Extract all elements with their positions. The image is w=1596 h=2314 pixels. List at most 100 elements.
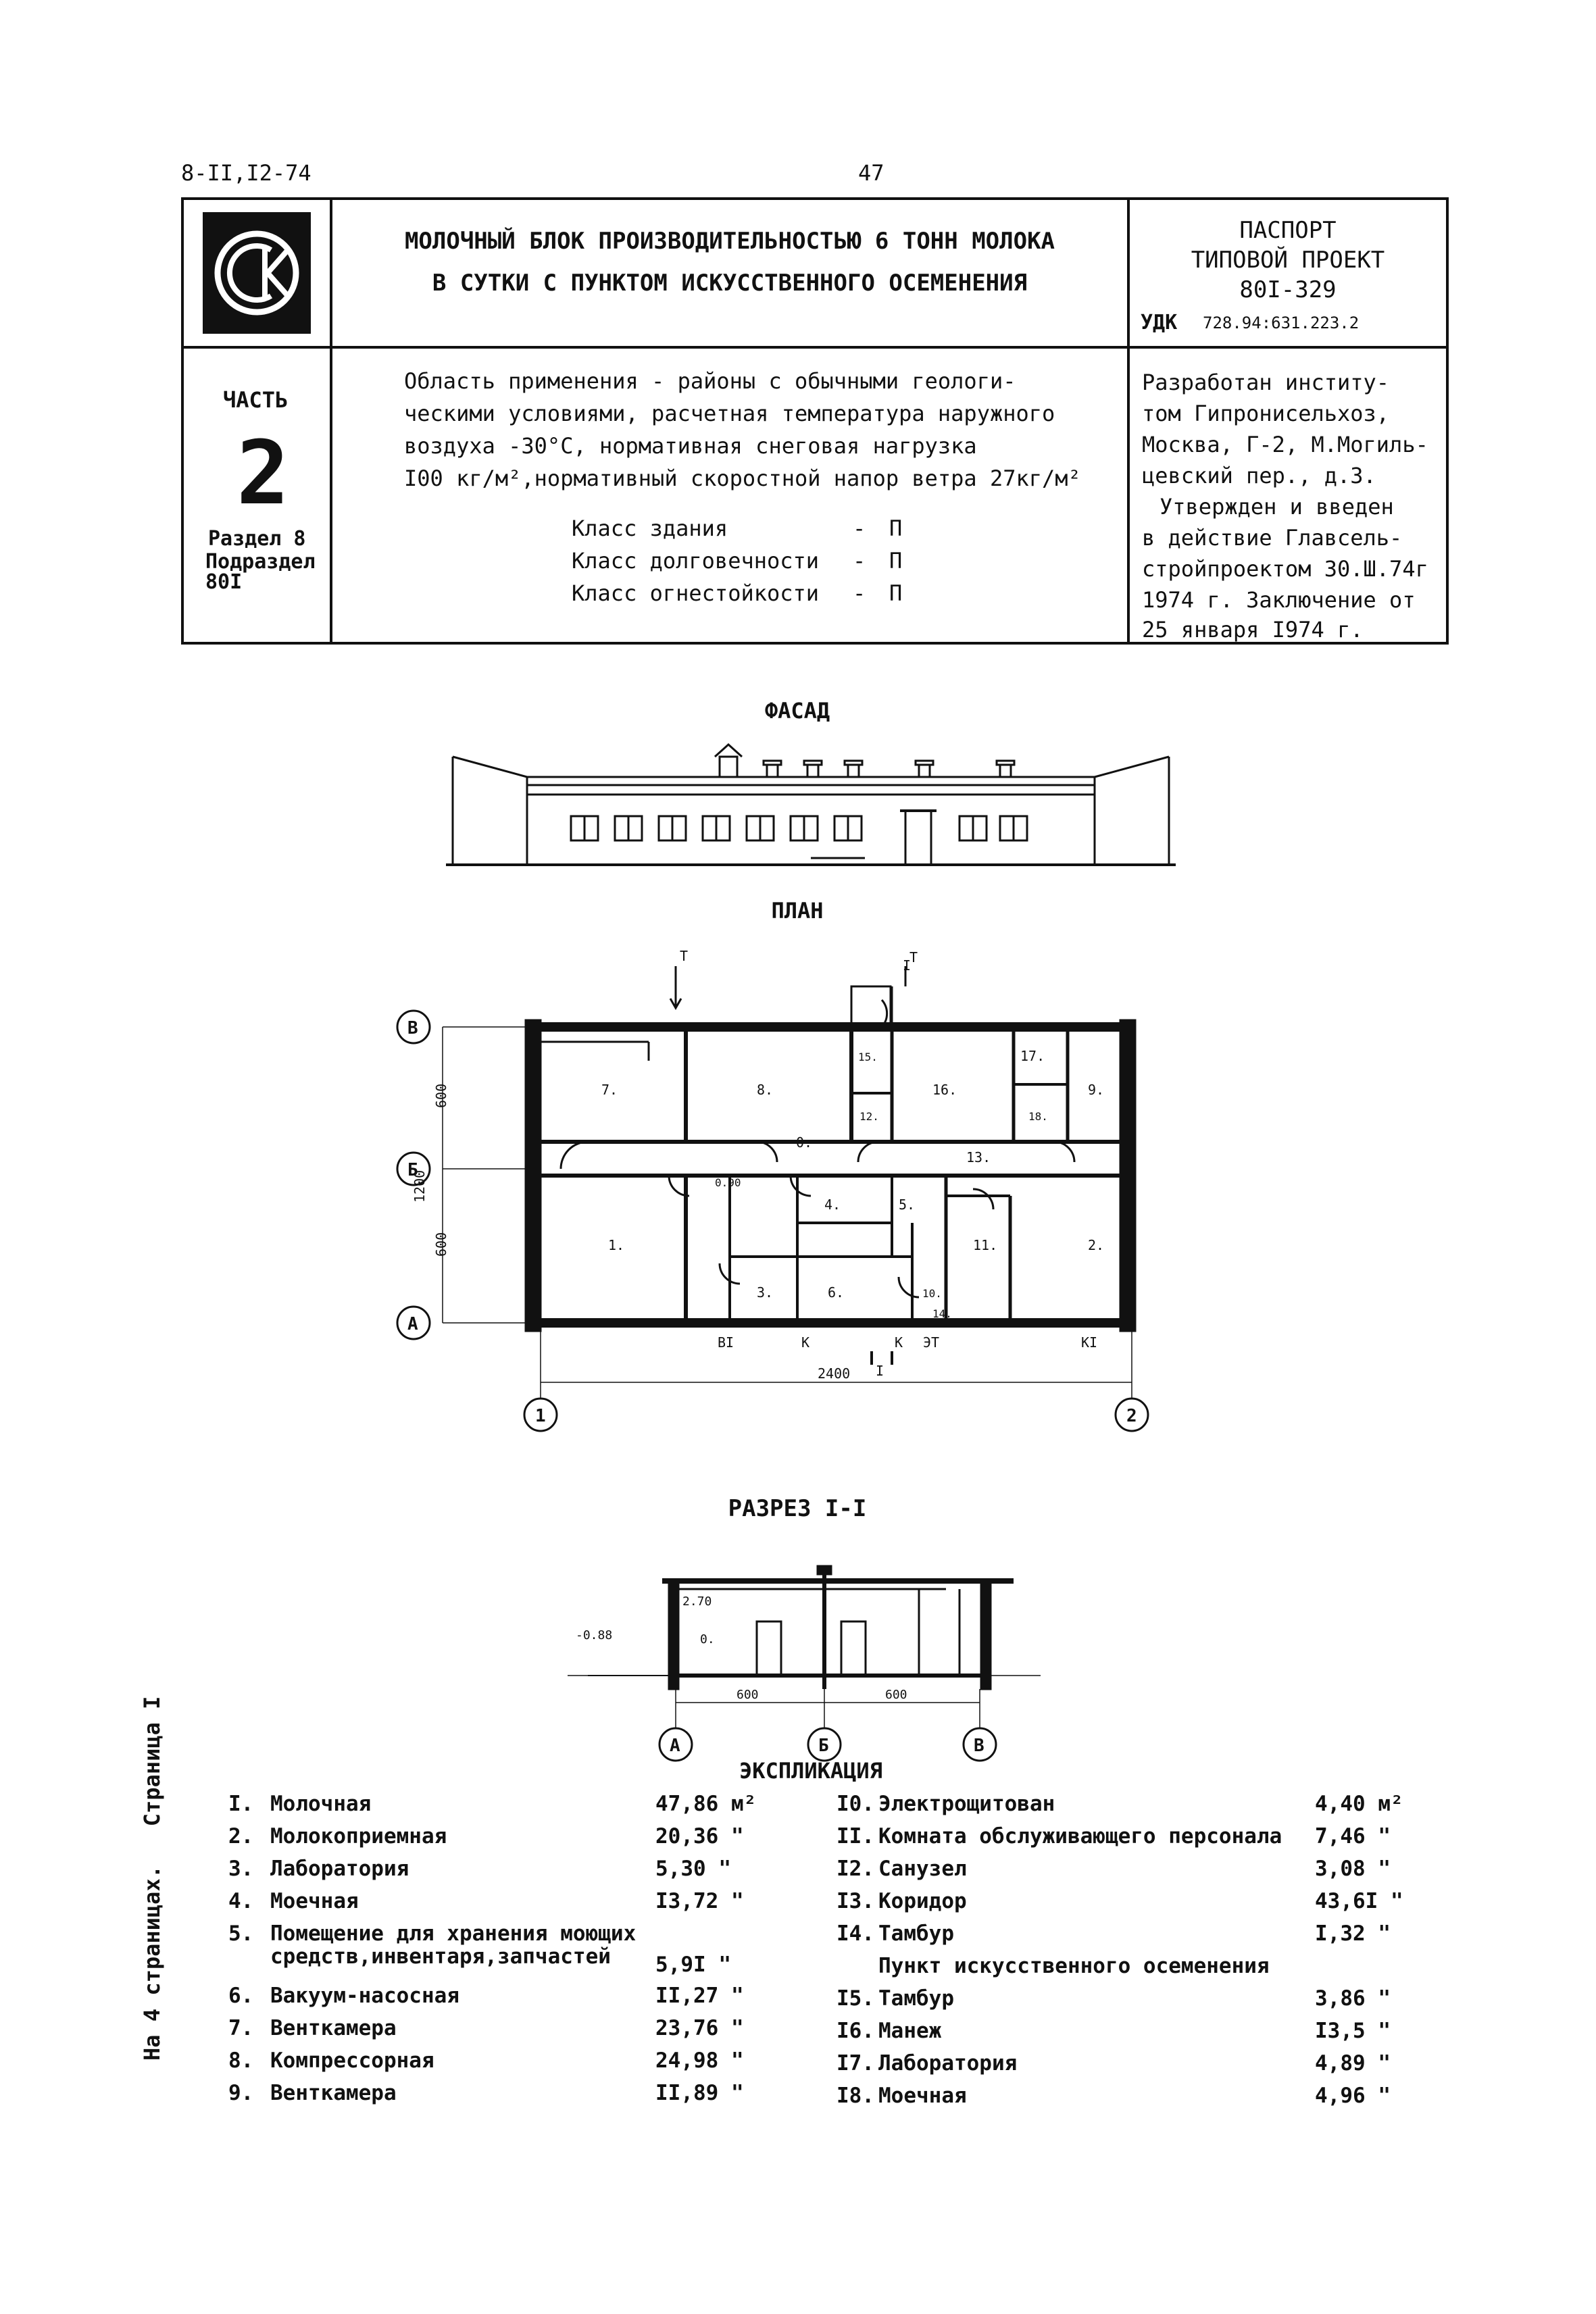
divider bbox=[1127, 197, 1130, 645]
explication-number: I7. bbox=[837, 2051, 874, 2076]
plan-mark: ВI bbox=[718, 1334, 734, 1351]
explication-name: Комната обслуживающего персонала bbox=[878, 1824, 1282, 1848]
class-dash: - bbox=[853, 580, 866, 606]
explication-number: 7. bbox=[228, 2016, 254, 2040]
section-mark: -0.88 bbox=[576, 1628, 612, 1642]
explication-area: 4,40 м² bbox=[1315, 1792, 1403, 1816]
explication-name: Моечная bbox=[878, 2084, 967, 2108]
explication-name: Санузел bbox=[878, 1857, 967, 1881]
page-number: 47 bbox=[858, 160, 884, 186]
explication-area: 23,76 " bbox=[655, 2016, 744, 2040]
dim-label: 1200 bbox=[412, 1170, 428, 1203]
facade-drawing bbox=[446, 743, 1176, 866]
developer-line: цевский пер., д.3. bbox=[1142, 463, 1376, 488]
class-dash: - bbox=[853, 548, 866, 574]
explication-area: II,27 " bbox=[655, 1984, 744, 2008]
explication-name: Тамбур bbox=[878, 1921, 954, 1946]
axis-label: В bbox=[974, 1736, 984, 1756]
dim-label: 600 bbox=[433, 1232, 449, 1257]
explication-number: I6. bbox=[837, 2019, 874, 2043]
explication-name: Лаборатория bbox=[878, 2051, 1018, 2076]
explication-name: Помещение для хранения моющих bbox=[270, 1921, 637, 1946]
axis-label: Б bbox=[818, 1736, 829, 1756]
explication-number: II. bbox=[837, 1824, 874, 1848]
part-label: ЧАСТЬ bbox=[223, 387, 289, 413]
explication-number: 3. bbox=[228, 1857, 254, 1881]
doc-code: 8-II,I2-74 bbox=[181, 160, 311, 186]
dim-label: 2400 bbox=[818, 1365, 850, 1382]
explication-title: ЭКСПЛИКАЦИЯ bbox=[739, 1758, 882, 1784]
subsection-label: Подраздел bbox=[205, 550, 316, 574]
room-number: 8. bbox=[757, 1082, 773, 1098]
developer-line: 25 января I974 г. bbox=[1142, 617, 1364, 643]
explication-number: 8. bbox=[228, 2048, 254, 2073]
plan-mark: I bbox=[876, 1363, 884, 1379]
room-number: 14. bbox=[932, 1307, 952, 1320]
room-number: 10. bbox=[922, 1287, 942, 1300]
explication-area: 5,9I " bbox=[655, 1953, 731, 1977]
explication-number: I5. bbox=[837, 1986, 874, 2011]
explication-area: 7,46 " bbox=[1315, 1824, 1391, 1848]
explication-name: Лаборатория bbox=[270, 1857, 409, 1881]
project-number: 80I-329 bbox=[1239, 276, 1337, 303]
axis-label: А bbox=[670, 1736, 680, 1756]
explication-name: Коридор bbox=[878, 1889, 967, 1913]
explication-area: 43,6I " bbox=[1315, 1889, 1403, 1913]
section-title: РАЗРЕЗ I-I bbox=[728, 1495, 867, 1522]
facade-title: ФАСАД bbox=[764, 698, 830, 724]
room-number: 13. bbox=[966, 1149, 991, 1165]
developer-line: в действие Главсель- bbox=[1142, 525, 1403, 551]
explication-name: Моечная bbox=[270, 1889, 359, 1913]
section-mark: 2.70 bbox=[682, 1594, 712, 1609]
developer-line: Разработан институ- bbox=[1142, 370, 1390, 395]
room-number: 6. bbox=[828, 1284, 844, 1301]
section-drawing: 2.70 0. -0.88 600 600 А Б В bbox=[568, 1565, 1041, 1762]
explication-number: I0. bbox=[837, 1792, 874, 1816]
udk-label: УДК bbox=[1141, 311, 1178, 334]
part-number: 2 bbox=[236, 422, 290, 524]
explication-subheading: Пункт искусственного осеменения bbox=[878, 1954, 1270, 1978]
developer-line: 1974 г. Заключение от bbox=[1142, 587, 1416, 613]
room-number: 4. bbox=[824, 1197, 841, 1213]
room-number: 7. bbox=[601, 1082, 618, 1098]
plan-mark: КI bbox=[1081, 1334, 1097, 1351]
room-number: 9. bbox=[1088, 1082, 1104, 1098]
class-value: П bbox=[889, 580, 903, 606]
typical-project-label: ТИПОВОЙ ПРОЕКТ bbox=[1191, 247, 1385, 274]
room-number: 5. bbox=[899, 1197, 915, 1213]
plan-title: ПЛАН bbox=[771, 898, 824, 924]
application-line: Область применения - районы с обычными г… bbox=[404, 368, 1016, 394]
explication-area: 4,89 " bbox=[1315, 2051, 1391, 2076]
room-number: 16. bbox=[932, 1082, 957, 1098]
side-note: На 4 страницах. Страница I bbox=[139, 1696, 165, 2061]
class-label: Класс здания bbox=[572, 515, 728, 541]
ck-logo bbox=[203, 212, 311, 334]
plan-mark: К bbox=[895, 1334, 903, 1351]
room-number: 11. bbox=[973, 1237, 997, 1253]
explication-number: I. bbox=[228, 1792, 254, 1816]
dim-label: 600 bbox=[433, 1084, 449, 1108]
plan-mark: Т bbox=[680, 948, 688, 964]
axis-label: 2 bbox=[1126, 1406, 1137, 1426]
explication-area: 3,86 " bbox=[1315, 1986, 1391, 2011]
developer-line: том Гипронисельхоз, bbox=[1142, 401, 1390, 426]
explication-name: Манеж bbox=[878, 2019, 942, 2043]
plan-mark: К bbox=[801, 1334, 809, 1351]
explication-number: 2. bbox=[228, 1824, 254, 1848]
plan-mark: 0. bbox=[796, 1134, 812, 1151]
room-number: 17. bbox=[1020, 1048, 1045, 1064]
explication-number: 9. bbox=[228, 2081, 254, 2105]
plan-mark: Т bbox=[909, 949, 918, 965]
plan-mark: ЭТ bbox=[923, 1334, 939, 1351]
room-number: 3. bbox=[757, 1284, 773, 1301]
section-mark: 0. bbox=[700, 1632, 715, 1646]
application-line: I00 кг/м²,нормативный скоростной напор в… bbox=[404, 466, 1081, 491]
class-value: П bbox=[889, 515, 903, 541]
class-label: Класс долговечности bbox=[572, 548, 820, 574]
room-number: 18. bbox=[1028, 1110, 1048, 1123]
divider bbox=[181, 346, 1449, 349]
explication-name: Электрощитован bbox=[878, 1792, 1055, 1816]
explication-name: Вакуум-насосная bbox=[270, 1984, 459, 2008]
section-label: Раздел 8 bbox=[208, 527, 306, 551]
explication-area: 24,98 " bbox=[655, 2048, 744, 2073]
